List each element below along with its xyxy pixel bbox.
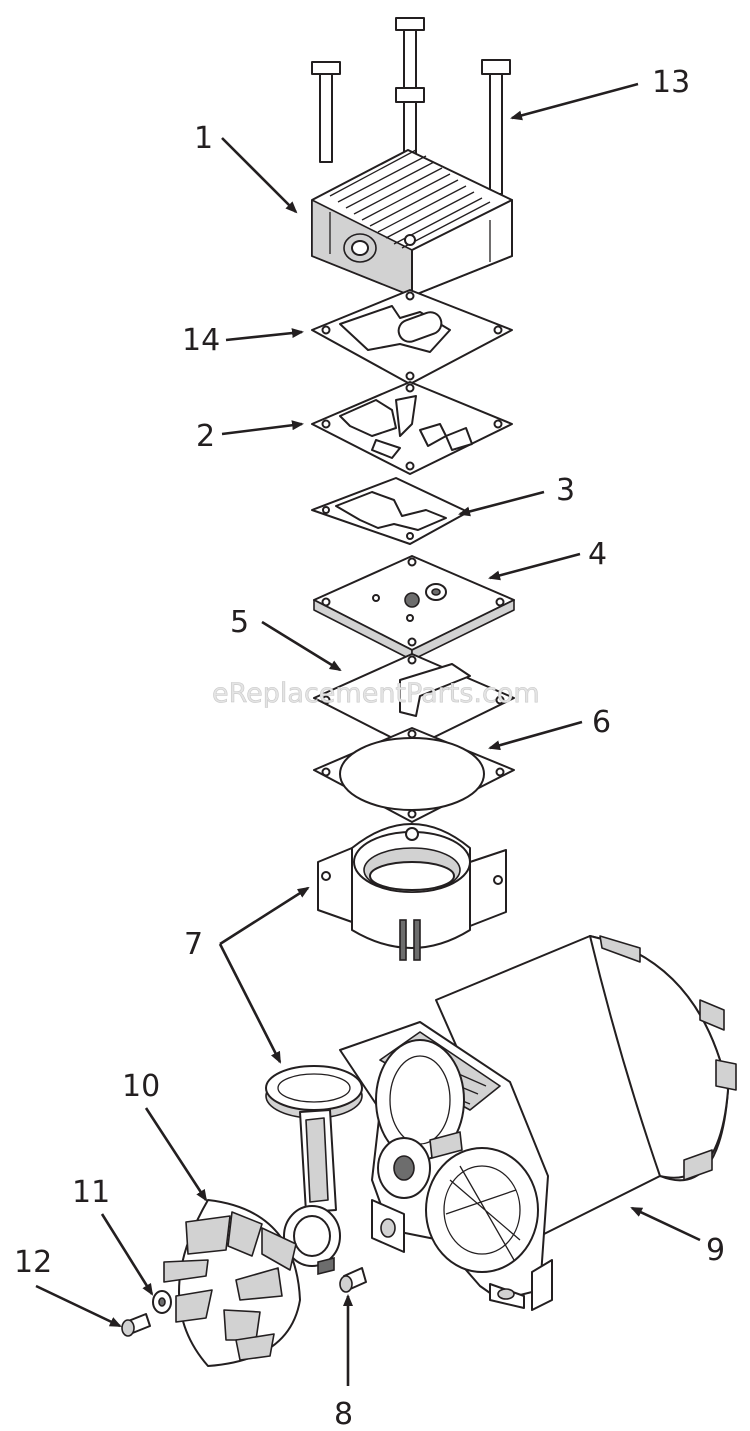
callout-1: 1 <box>194 121 213 156</box>
arrow-11 <box>100 1213 154 1296</box>
part-11-washer <box>152 1290 172 1314</box>
callout-8: 8 <box>334 1397 353 1431</box>
arrow-13 <box>510 82 639 121</box>
watermark: eReplacementParts.com <box>212 678 540 709</box>
callout-5: 5 <box>230 605 249 640</box>
arrow-10 <box>144 1107 208 1202</box>
part-2-valve-gasket <box>311 381 513 475</box>
part-3-reed-valve <box>311 477 469 545</box>
arrow-1 <box>221 137 298 214</box>
part-6-cylinder-gasket <box>313 727 515 823</box>
callout-14: 14 <box>182 323 220 358</box>
callout-6: 6 <box>592 705 611 740</box>
part-12-screw <box>121 1313 151 1337</box>
callout-4: 4 <box>588 537 607 572</box>
arrow-7-lower <box>218 943 282 1064</box>
callout-2: 2 <box>196 419 215 454</box>
part-7-cylinder <box>317 823 507 961</box>
part-9-motor-crankcase <box>339 935 737 1311</box>
arrow-14 <box>225 328 304 342</box>
callout-12: 12 <box>14 1245 52 1280</box>
part-1-cylinder-head <box>311 149 513 297</box>
arrow-2 <box>221 420 304 436</box>
arrow-6 <box>488 720 583 751</box>
arrow-3 <box>458 490 545 517</box>
part-10-fan <box>163 1199 301 1367</box>
callout-labels: 1 13 14 2 3 4 5 6 7 10 11 12 9 8 <box>14 65 725 1431</box>
arrow-5 <box>261 620 342 672</box>
callout-10: 10 <box>122 1069 160 1104</box>
leader-arrows <box>35 82 701 1386</box>
arrow-7-upper <box>219 886 310 946</box>
callout-13: 13 <box>652 65 690 100</box>
part-4-valve-plate <box>313 555 515 661</box>
part-14-head-gasket <box>311 289 513 385</box>
arrow-9 <box>630 1206 701 1242</box>
part-8-screw <box>339 1267 367 1293</box>
arrow-4 <box>488 552 581 581</box>
callout-3: 3 <box>556 473 575 508</box>
arrow-12 <box>35 1284 122 1328</box>
part-5-gasket <box>313 653 515 749</box>
callout-9: 9 <box>706 1233 725 1268</box>
part-7-connecting-rod <box>265 1065 363 1276</box>
callout-11: 11 <box>72 1175 110 1210</box>
callout-7: 7 <box>184 927 203 962</box>
